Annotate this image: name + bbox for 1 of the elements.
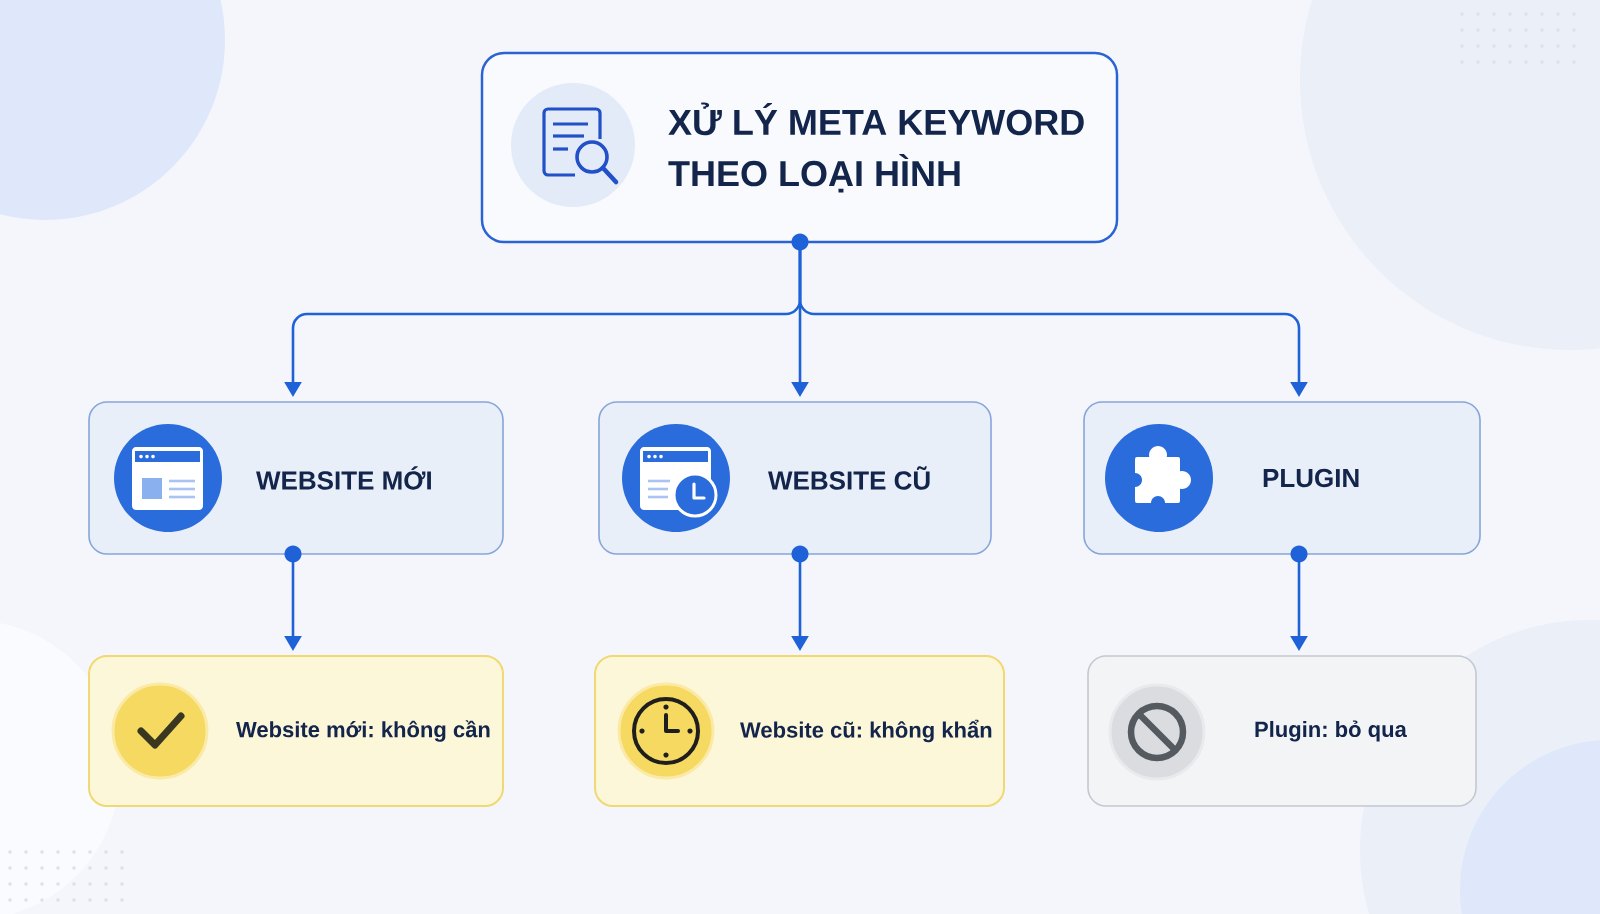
title-box: XỬ LÝ META KEYWORD THEO LOẠI HÌNH xyxy=(480,51,1119,244)
